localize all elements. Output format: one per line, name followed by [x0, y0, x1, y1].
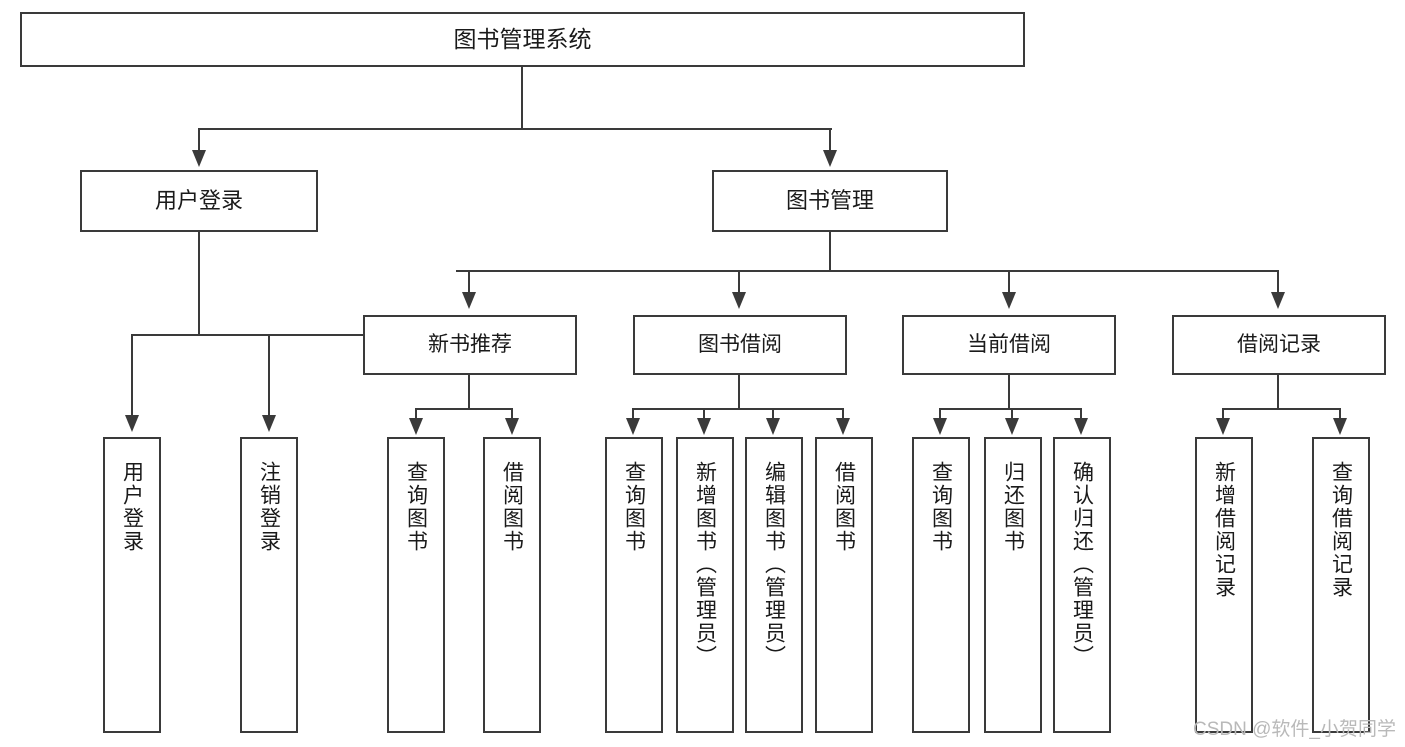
leaf-user-login[interactable]: 用户登录	[103, 437, 161, 733]
node-label: 归还图书	[1001, 461, 1025, 553]
node-label: 新增借阅记录	[1212, 461, 1236, 599]
node-label: 查询图书	[929, 461, 953, 553]
leaf-add-borrow-record[interactable]: 新增借阅记录	[1195, 437, 1253, 733]
connector-borrowrecord-bus	[1222, 408, 1341, 410]
node-label: 查询借阅记录	[1329, 461, 1353, 599]
arrowhead-bookborrow-1	[626, 418, 640, 435]
connector-userlogin-stem	[198, 232, 200, 334]
arrowhead-newbook-2	[505, 418, 519, 435]
connector-newbook-drop-2	[511, 408, 513, 422]
connector-bookmgmt-drop-1	[468, 270, 470, 298]
arrowhead-bookborrow-3	[766, 418, 780, 435]
node-label: 借阅图书	[832, 461, 856, 553]
connector-bookborrow-drop-3	[772, 408, 774, 422]
leaf-return-book[interactable]: 归还图书	[984, 437, 1042, 733]
connector-bookborrow-stem	[738, 375, 740, 408]
connector-userlogin-bus	[131, 334, 400, 336]
node-label: 借阅记录	[1237, 332, 1321, 356]
arrowhead-bookborrow-2	[697, 418, 711, 435]
leaf-query-book-current[interactable]: 查询图书	[912, 437, 970, 733]
leaf-borrow-book[interactable]: 借阅图书	[815, 437, 873, 733]
node-label: 图书管理	[785, 188, 874, 214]
connector-currentborrow-drop-2	[1011, 408, 1013, 422]
connector-bookborrow-drop-2	[703, 408, 705, 422]
connector-bookmgmt-drop-4	[1277, 270, 1279, 298]
node-label: 用户登录	[120, 461, 144, 553]
connector-bookmgmt-stem	[829, 232, 831, 270]
arrowhead-userlogin-1	[125, 415, 139, 432]
leaf-user-logout[interactable]: 注销登录	[240, 437, 298, 733]
node-label: 新书推荐	[428, 332, 512, 356]
connector-newbook-bus	[415, 408, 513, 410]
arrowhead-borrowrecord-1	[1216, 418, 1230, 435]
connector-userlogin-drop-2	[268, 334, 270, 422]
leaf-query-book-borrow[interactable]: 查询图书	[605, 437, 663, 733]
connector-borrowrecord-drop-1	[1222, 408, 1224, 422]
node-label: 查询图书	[622, 461, 646, 553]
node-label: 借阅图书	[500, 461, 524, 553]
arrowhead-currentborrow-3	[1074, 418, 1088, 435]
node-label: 用户登录	[154, 188, 243, 214]
arrowhead-bookmgmt-4	[1271, 292, 1285, 309]
node-label: 当前借阅	[967, 332, 1051, 356]
node-current-borrow[interactable]: 当前借阅	[902, 315, 1116, 375]
node-label: 新增图书（管理员）	[693, 461, 717, 668]
connector-root-drop-2	[829, 128, 831, 156]
connector-currentborrow-stem	[1008, 375, 1010, 408]
arrowhead-bookmgmt-1	[462, 292, 476, 309]
connector-newbook-drop-1	[415, 408, 417, 422]
leaf-add-book-admin[interactable]: 新增图书（管理员）	[676, 437, 734, 733]
arrowhead-newbook-1	[409, 418, 423, 435]
connector-borrowrecord-stem	[1277, 375, 1279, 408]
node-root-system[interactable]: 图书管理系统	[20, 12, 1025, 67]
arrowhead-currentborrow-1	[933, 418, 947, 435]
arrowhead-bookmgmt-2	[732, 292, 746, 309]
connector-root-bus	[198, 128, 832, 130]
node-label: 查询图书	[404, 461, 428, 553]
arrowhead-currentborrow-2	[1005, 418, 1019, 435]
leaf-borrow-book-recommend[interactable]: 借阅图书	[483, 437, 541, 733]
connector-userlogin-drop-1	[131, 334, 133, 422]
arrowhead-root-1	[192, 150, 206, 167]
node-label: 图书管理系统	[453, 25, 592, 52]
connector-root-drop-1	[198, 128, 200, 156]
arrowhead-root-2	[823, 150, 837, 167]
node-book-borrow[interactable]: 图书借阅	[633, 315, 847, 375]
node-label: 图书借阅	[698, 332, 782, 356]
leaf-confirm-return-admin[interactable]: 确认归还（管理员）	[1053, 437, 1111, 733]
arrowhead-bookborrow-4	[836, 418, 850, 435]
connector-borrowrecord-drop-2	[1339, 408, 1341, 422]
connector-currentborrow-bus	[939, 408, 1082, 410]
node-new-book-recommend[interactable]: 新书推荐	[363, 315, 577, 375]
leaf-query-borrow-record[interactable]: 查询借阅记录	[1312, 437, 1370, 733]
arrowhead-bookmgmt-3	[1002, 292, 1016, 309]
connector-bookmgmt-drop-2	[738, 270, 740, 298]
node-borrow-record[interactable]: 借阅记录	[1172, 315, 1386, 375]
node-user-login[interactable]: 用户登录	[80, 170, 318, 232]
connector-bookborrow-drop-4	[842, 408, 844, 422]
node-label: 注销登录	[257, 461, 281, 553]
connector-bookmgmt-drop-3	[1008, 270, 1010, 298]
arrowhead-userlogin-2	[262, 415, 276, 432]
connector-bookborrow-bus	[632, 408, 844, 410]
node-book-management[interactable]: 图书管理	[712, 170, 948, 232]
leaf-edit-book-admin[interactable]: 编辑图书（管理员）	[745, 437, 803, 733]
connector-bookborrow-drop-1	[632, 408, 634, 422]
connector-newbook-stem	[468, 375, 470, 408]
leaf-query-book-recommend[interactable]: 查询图书	[387, 437, 445, 733]
connector-root-stem	[521, 67, 523, 128]
connector-currentborrow-drop-1	[939, 408, 941, 422]
connector-bookmgmt-bus	[456, 270, 1279, 272]
arrowhead-borrowrecord-2	[1333, 418, 1347, 435]
connector-currentborrow-drop-3	[1080, 408, 1082, 422]
node-label: 确认归还（管理员）	[1070, 461, 1094, 668]
node-label: 编辑图书（管理员）	[762, 461, 786, 668]
